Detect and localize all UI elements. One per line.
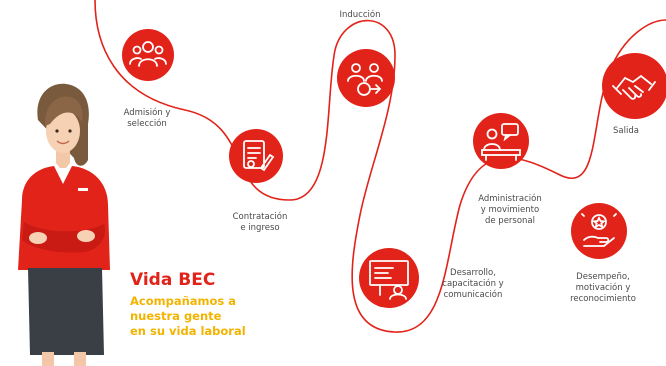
label-admision: Admisión y selección: [123, 108, 171, 129]
label-induccion: Inducción: [339, 10, 381, 20]
tagline-subtitle: Acompañamos a nuestra gente en su vida l…: [130, 294, 246, 338]
label-desarrollo: Desarrollo, capacitación y comunicación: [442, 268, 504, 300]
team-meeting-icon: [337, 49, 395, 107]
step-admision: [121, 28, 175, 86]
contract-icon: [229, 129, 283, 183]
step-salida: [601, 52, 666, 124]
step-desempeno: [570, 202, 628, 264]
label-contratacion: Contratación e ingreso: [232, 212, 288, 233]
step-induccion: [336, 48, 396, 112]
award-hand-icon: [571, 203, 627, 259]
label-desempeno: Desempeño, motivación y reconocimiento: [570, 272, 636, 304]
tagline: Vida BEC Acompañamos a nuestra gente en …: [130, 270, 300, 339]
people-group-icon: [122, 29, 174, 81]
woman-illustration: [18, 83, 110, 366]
label-salida: Salida: [613, 126, 639, 136]
label-administracion: Administración y movimiento de personal: [478, 194, 542, 226]
step-contratacion: [228, 128, 284, 188]
step-administracion: [472, 112, 530, 174]
desk-chat-icon: [473, 113, 529, 169]
presentation-icon: [359, 248, 419, 308]
tagline-title: Vida BEC: [130, 270, 216, 290]
handshake-icon: [602, 53, 666, 119]
step-desarrollo: [358, 247, 420, 313]
